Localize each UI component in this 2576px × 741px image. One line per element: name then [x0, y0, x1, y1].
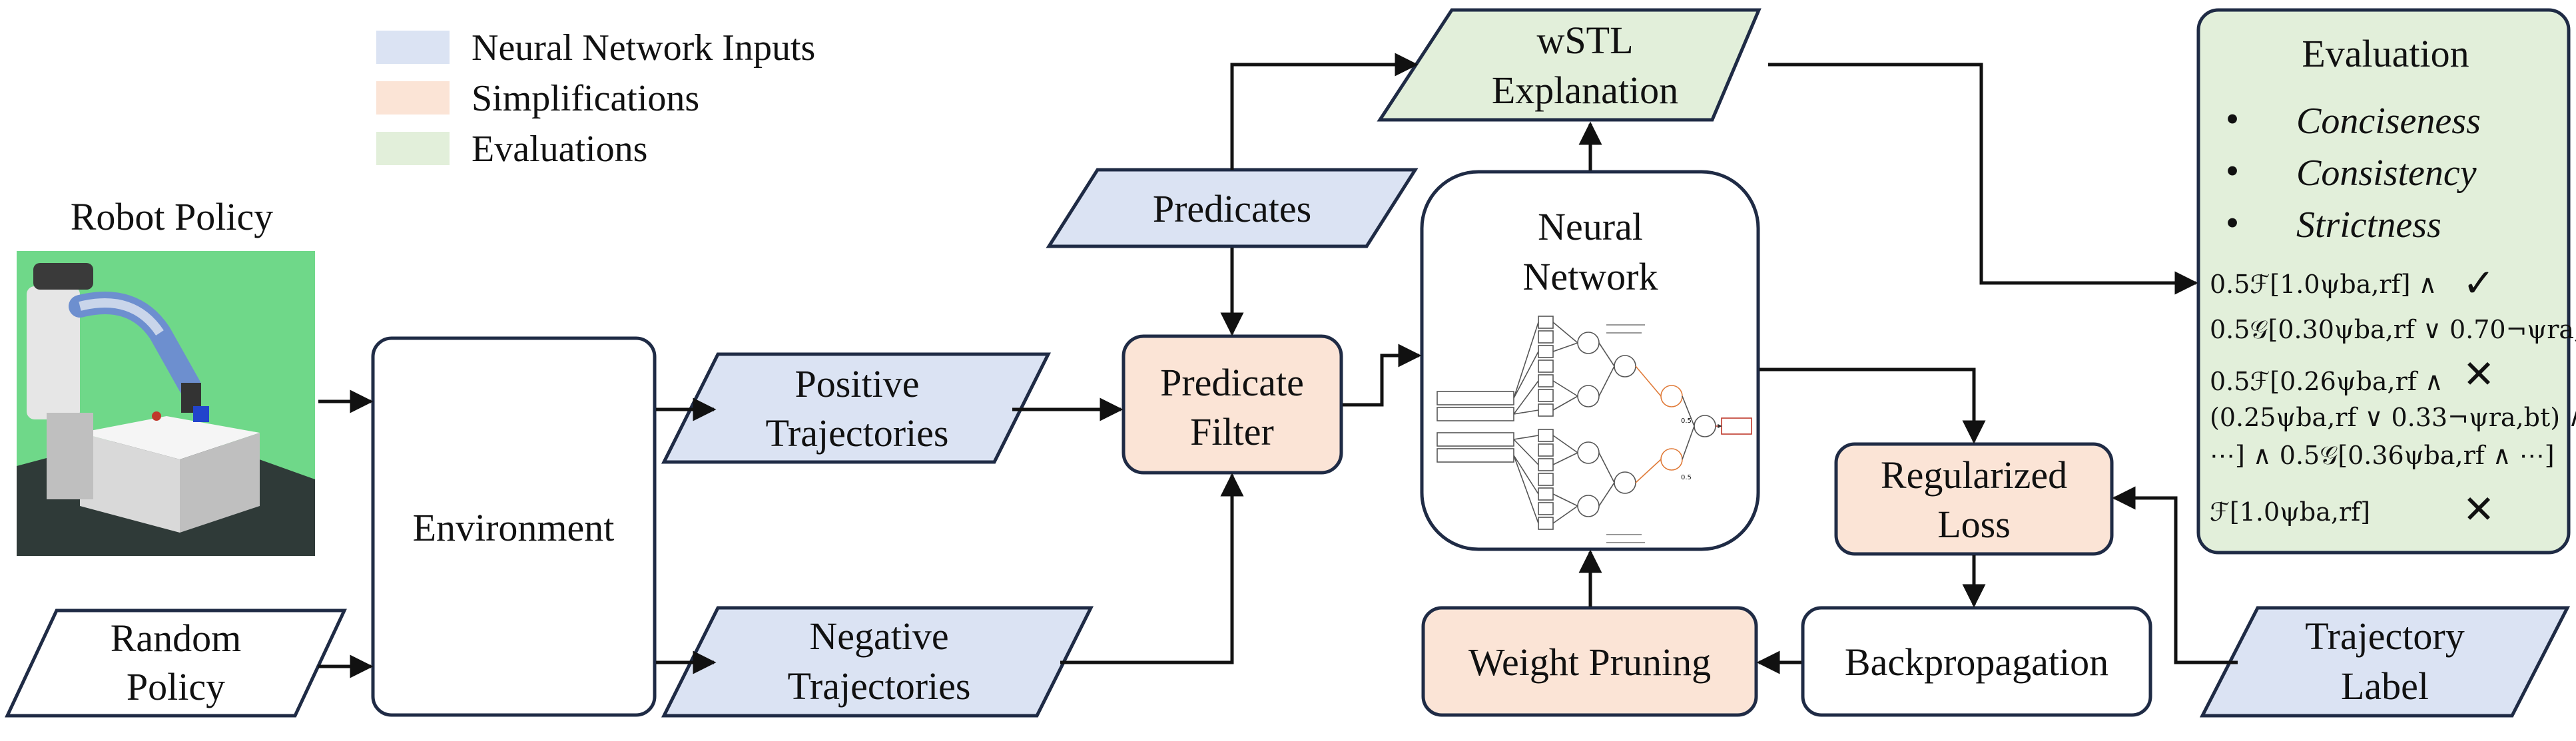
legend-label-inputs: Neural Network Inputs	[472, 27, 815, 69]
arrow-wstl-to-evaluation	[1768, 63, 2198, 295]
arrow-filter-to-nn	[1343, 344, 1422, 407]
arrows	[318, 53, 2238, 678]
example-2-line-3: ⋯] ∧ 0.5𝒢[0.36ψba,rf ∧ ⋯]	[2210, 441, 2555, 470]
legend: Neural Network Inputs Simplifications Ev…	[376, 27, 815, 170]
legend-swatch-evaluations	[376, 132, 450, 165]
criterion-strictness: Strictness	[2296, 204, 2441, 246]
arrow-negative-to-filter	[1060, 473, 1244, 664]
trajectory-label-line2: Label	[2341, 664, 2429, 708]
robot-policy-label: Robot Policy	[71, 195, 274, 238]
predicate-filter-line2: Filter	[1190, 410, 1274, 453]
regularized-loss-line1: Regularized	[1881, 453, 2067, 497]
arrow-nn-to-loss	[1760, 368, 1986, 444]
predicate-filter-line1: Predicate	[1160, 361, 1304, 404]
predicates-label: Predicates	[1153, 187, 1311, 230]
positive-trajectories-line2: Trajectories	[766, 411, 949, 455]
example-3-line-1: ℱ[1.0ψba,rf]	[2210, 497, 2370, 527]
random-policy-line2: Policy	[127, 665, 225, 708]
backpropagation-label: Backpropagation	[1845, 640, 2108, 684]
bullet-2: •	[2226, 149, 2239, 192]
weight-pruning-node	[1421, 606, 1758, 717]
evaluation-title: Evaluation	[2302, 32, 2469, 75]
wstl-explanation-line1: wSTL	[1537, 19, 1634, 62]
predicate-filter-node	[1122, 334, 1343, 475]
evaluation-panel	[2196, 8, 2571, 555]
legend-swatch-simplifications	[376, 81, 450, 115]
random-policy-line1: Random	[111, 617, 242, 660]
legend-label-simplifications: Simplifications	[472, 78, 699, 119]
example-1-line-1: 0.5ℱ[1.0ψba,rf] ∧	[2210, 270, 2437, 299]
wstl-explanation-node	[1377, 8, 1762, 122]
legend-label-evaluations: Evaluations	[472, 128, 647, 170]
regularized-loss-node	[1834, 442, 2114, 556]
random-policy-node	[5, 609, 347, 718]
nn-inset-value-2: 0.5	[1681, 474, 1692, 481]
wstl-explanation-line2: Explanation	[1492, 69, 1678, 112]
nn-inset-value-1: 0.5	[1681, 417, 1692, 425]
backpropagation-node	[1801, 606, 2152, 717]
legend-swatch-inputs	[376, 31, 450, 64]
weight-pruning-label: Weight Pruning	[1468, 640, 1711, 684]
trajectory-label-line1: Trajectory	[2305, 615, 2464, 658]
example-2-line-2: (0.25ψba,rf ∨ 0.33¬ψra,bt) ∧	[2210, 403, 2576, 432]
example-1-line-2: 0.5𝒢[0.30ψba,rf ∨ 0.70¬ψra,bf]	[2210, 315, 2576, 344]
trajectory-label-node	[2199, 606, 2571, 718]
arrow-label-to-loss	[2112, 486, 2238, 664]
negative-trajectories-line1: Negative	[809, 615, 948, 658]
example-1-check-icon: ✓	[2463, 262, 2495, 305]
negative-trajectories-node	[661, 606, 1094, 718]
example-2-line-1: 0.5ℱ[0.26ψba,rf ∧	[2210, 367, 2443, 396]
regularized-loss-line2: Loss	[1937, 503, 2011, 546]
criterion-consistency: Consistency	[2296, 152, 2477, 194]
neural-network-line2: Network	[1523, 255, 1658, 298]
bullet-3: •	[2226, 201, 2239, 244]
example-2-cross-icon: ✕	[2463, 353, 2495, 396]
neural-network-inset	[1437, 316, 1752, 543]
negative-trajectories-line2: Trajectories	[788, 664, 971, 708]
example-3-cross-icon: ✕	[2463, 488, 2495, 531]
predicates-node	[1046, 168, 1419, 248]
neural-network-line1: Neural	[1538, 205, 1643, 248]
environment-node	[371, 336, 657, 717]
robot-policy-image	[17, 251, 315, 556]
environment-label: Environment	[413, 506, 615, 549]
bullet-1: •	[2226, 97, 2239, 140]
positive-trajectories-line1: Positive	[795, 362, 920, 405]
positive-trajectories-node	[661, 352, 1052, 464]
arrow-predicates-to-wstl	[1230, 53, 1419, 170]
criterion-conciseness: Conciseness	[2296, 101, 2481, 142]
